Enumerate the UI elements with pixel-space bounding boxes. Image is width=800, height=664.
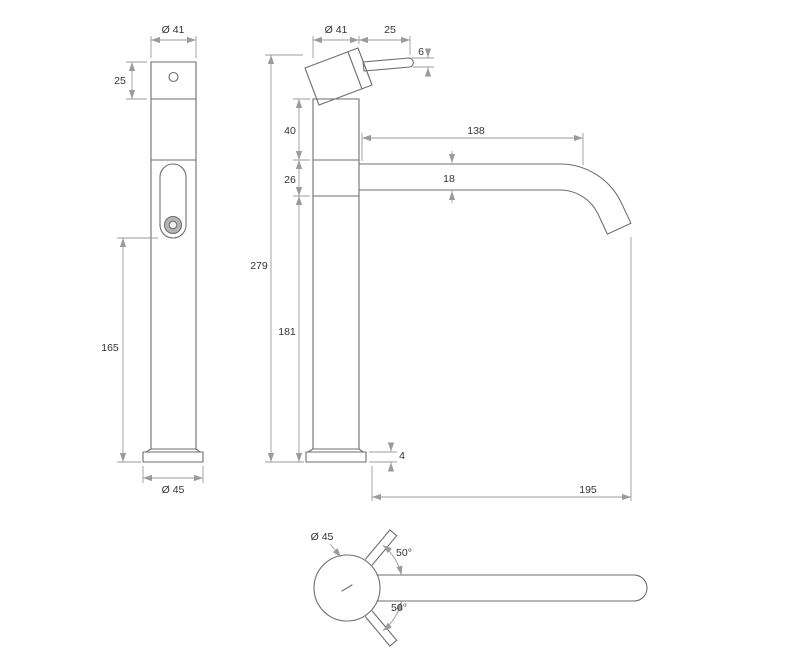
top-lever-upper-cap [389, 529, 398, 537]
side-body-outline [312, 98, 360, 450]
dim-top-handle-swing-lower: 50° [391, 602, 407, 614]
side-handle-seam [347, 51, 363, 90]
angle-arc [382, 544, 403, 576]
front-base-chamfer-right [195, 448, 201, 453]
side-base-plate [305, 451, 367, 463]
top-lever-upper-edge [364, 529, 391, 560]
top-spout-outline [376, 574, 648, 602]
dim-side-overall-reach: 195 [579, 484, 597, 496]
dim-front-top-diameter: Ø 41 [162, 24, 185, 36]
top-view-dimensions: Ø 45 50° 50° [311, 531, 412, 632]
dim-side-overall-height: 279 [250, 260, 268, 272]
dim-side-handle-projection: 25 [384, 24, 396, 36]
dim-side-spout-reach: 138 [467, 125, 485, 137]
front-view-dimensions: Ø 41 25 165 Ø 45 [101, 24, 204, 496]
top-base-circle [313, 554, 381, 622]
top-lever-lower-edge [371, 610, 398, 641]
front-base-plate [142, 451, 204, 463]
dim-side-body-diameter: Ø 41 [325, 24, 348, 36]
dim-top-handle-swing-upper: 50° [396, 547, 412, 559]
dim-side-upper-section: 40 [284, 125, 296, 137]
front-aerator-inner [168, 220, 178, 230]
top-lever-lower-cap [389, 639, 398, 647]
side-base-chamfer-right [358, 448, 364, 453]
dim-top-base-diameter: Ø 45 [311, 531, 334, 543]
angle-arc [382, 600, 403, 632]
top-lever-upper-edge [371, 535, 398, 566]
dim-side-lower-section: 181 [278, 326, 296, 338]
side-view-dimensions: Ø 41 25 6 279 40 26 181 138 18 [250, 24, 632, 501]
side-base-chamfer-left [307, 448, 314, 453]
side-handle-cap [304, 47, 373, 106]
dim-side-base-height: 4 [399, 450, 405, 462]
side-lever-pin [362, 57, 414, 72]
dim-front-body-height: 165 [101, 342, 119, 354]
side-spout-outline [358, 163, 632, 235]
dim-side-spout-diameter: 18 [443, 173, 455, 185]
dim-side-lever-diameter: 6 [418, 46, 424, 58]
dim-side-spout-section: 26 [284, 174, 296, 186]
front-view [142, 61, 204, 463]
side-view [304, 47, 632, 463]
leader-line [329, 543, 342, 558]
front-spout-silhouette [159, 163, 187, 239]
front-base-chamfer-left [145, 448, 152, 453]
top-center-mark [341, 584, 353, 592]
front-body-outline [150, 61, 197, 450]
top-view [313, 529, 648, 647]
top-lever-lower-edge [364, 616, 391, 647]
dim-front-cap-height: 25 [114, 75, 126, 87]
dim-front-base-diameter: Ø 45 [162, 484, 185, 496]
front-indicator-dot [168, 71, 179, 83]
